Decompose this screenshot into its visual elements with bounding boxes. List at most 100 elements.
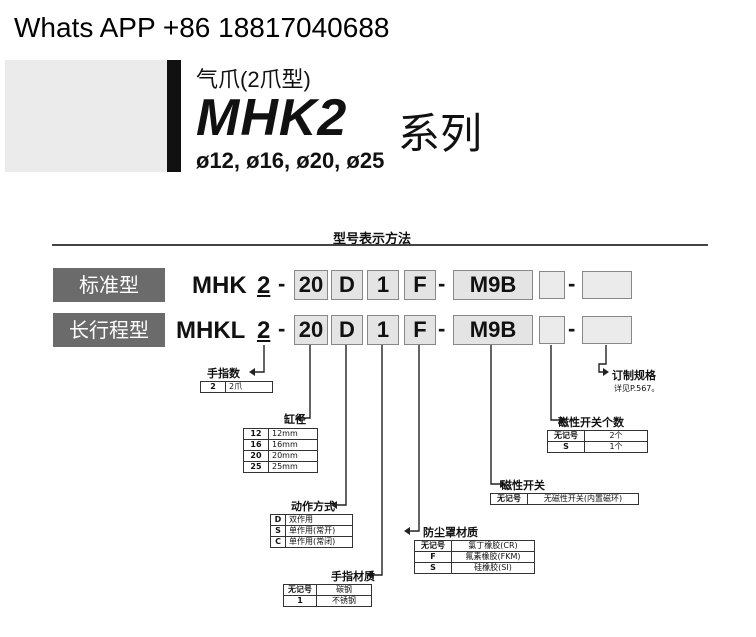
auto-switch-title: 磁性开关 (501, 479, 545, 492)
dash: - (568, 316, 576, 341)
code-custom-long-stroke (582, 316, 632, 344)
dash: - (278, 271, 286, 296)
table-cell: 25mm (268, 461, 318, 473)
table-cell: 硅橡胶(SI) (451, 562, 535, 574)
table-cell: 无记号 (490, 493, 528, 505)
table-cell: 25 (243, 461, 269, 473)
code-cover-long-stroke: F (404, 315, 436, 345)
table-cell: 氯丁橡胶(CR) (451, 540, 535, 552)
series-word: 系列 (398, 109, 483, 158)
table-cell: 12mm (268, 428, 318, 440)
table-cell: 20 (243, 450, 269, 462)
table-cell: 碳钢 (316, 584, 372, 596)
table-cell: D (270, 514, 286, 526)
finger-count-long-stroke: 2 (257, 317, 271, 344)
connector-cover (410, 345, 420, 532)
table-cell: C (270, 536, 286, 548)
model-prefix-standard: MHK (192, 272, 247, 299)
title-gray-block (5, 60, 167, 172)
action-title: 动作方式 (291, 500, 335, 513)
dash: - (568, 271, 576, 296)
connector-custom (598, 345, 607, 373)
series-model: MHK2 (196, 89, 348, 147)
table-cell: S (414, 562, 452, 574)
title-black-bar (167, 60, 181, 172)
dash: - (278, 316, 286, 341)
code-switch-count-long-stroke (539, 316, 565, 344)
whatsapp-watermark: Whats APP +86 18817040688 (14, 12, 390, 43)
finger-count-standard: 2 (257, 272, 271, 299)
dust-cover-title: 防尘罩材质 (423, 526, 478, 539)
code-material-long-stroke: 1 (367, 315, 399, 345)
bore-diameters: ø12, ø16, ø20, ø25 (196, 148, 385, 173)
connector-switch (490, 345, 500, 485)
auto-switch-table: 无记号无磁性开关(内置磁环) (490, 493, 639, 505)
code-switch-long-stroke: M9B (453, 315, 533, 345)
table-cell: S (270, 525, 286, 537)
table-cell: F (414, 551, 452, 563)
connector-bore (301, 345, 311, 419)
dash: - (438, 271, 446, 296)
table-cell: 2个 (584, 430, 648, 442)
section-title: 型号表示方法 (333, 232, 412, 247)
code-bore-standard: 20 (294, 270, 328, 300)
code-switch-count-standard (539, 271, 565, 299)
code-bore-long-stroke: 20 (294, 315, 328, 345)
dash: - (438, 316, 446, 341)
fingers-title: 手指数 (207, 367, 240, 380)
table-cell: 无记号 (547, 430, 585, 442)
code-custom-standard (582, 271, 632, 299)
table-cell: 16 (243, 439, 269, 451)
table-cell: 双作用 (285, 514, 353, 526)
table-cell: 2 (200, 381, 226, 393)
table-cell: 无记号 (414, 540, 452, 552)
connector-action (337, 345, 347, 506)
table-cell: 无记号 (283, 584, 317, 596)
table-row: 无记号无磁性开关(内置磁环) (490, 493, 639, 505)
table-cell: 16mm (268, 439, 318, 451)
connector-material (373, 345, 383, 576)
table-cell: 20mm (268, 450, 318, 462)
code-action-long-stroke: D (331, 315, 363, 345)
product-subtitle: 气爪(2爪型) (196, 67, 311, 92)
table-cell: 不锈钢 (316, 595, 372, 607)
table-cell: 12 (243, 428, 269, 440)
code-switch-standard: M9B (453, 270, 533, 300)
table-cell: S (547, 441, 585, 453)
bore-title: 缸径 (284, 413, 306, 426)
table-cell: 1个 (584, 441, 648, 453)
connector-switch-count (550, 345, 560, 421)
table-row: 无记号碳钢 (283, 584, 372, 596)
switch-count-title: 磁性开关个数 (558, 416, 624, 429)
custom-spec-title: 订制规格 (612, 369, 656, 382)
custom-spec-note: 详见P.567。 (614, 384, 660, 393)
table-cell: 无磁性开关(内置磁环) (527, 493, 639, 505)
section-divider (52, 244, 708, 246)
table-cell: 氟素橡胶(FKM) (451, 551, 535, 563)
type-label-standard: 标准型 (53, 268, 165, 302)
model-prefix-long-stroke: MHKL (176, 317, 246, 344)
code-action-standard: D (331, 270, 363, 300)
table-cell: 单作用(常闭) (285, 536, 353, 548)
connector-fingers (255, 345, 265, 373)
table-row: 无记号氯丁橡胶(CR) (414, 540, 535, 552)
